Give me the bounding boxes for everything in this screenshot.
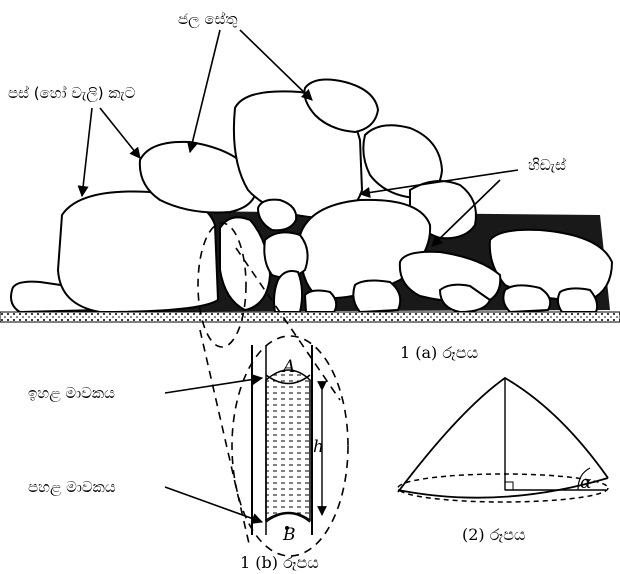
soil-grain [353, 281, 400, 312]
soil-grain [305, 291, 336, 312]
cone-surface [398, 378, 608, 492]
caption-fig-1b: 1 (b) රූපය [240, 553, 319, 572]
soil-grain-arrow [100, 108, 140, 158]
soil-grain [503, 285, 550, 312]
lower-meniscus-arrow [165, 487, 262, 522]
angle-label: α [580, 473, 592, 493]
upper-meniscus-label: ඉහළ මාවකය [28, 384, 115, 402]
ground-strip [0, 312, 620, 322]
soil-grain-arrow [82, 108, 92, 196]
lower-meniscus-label: පහළ මාවකය [28, 478, 116, 496]
soil-figure-1a: ජල සේතු පස් (හෝ වැලි) කැට හිඩැස් 1 (a) ර… [0, 10, 620, 362]
soil-grain [558, 288, 597, 312]
water-bridge-arrow [240, 30, 312, 100]
cone-figure-2: α (2) රූපය [398, 378, 608, 544]
soil-grain [264, 232, 307, 277]
right-angle-mark [505, 482, 513, 490]
point-a-label: A [281, 357, 295, 377]
caption-fig-1a: 1 (a) රූපය [400, 343, 478, 362]
height-label: h [313, 437, 324, 457]
caption-fig-2: (2) රූපය [462, 525, 525, 544]
water-bridge-arrow [190, 30, 220, 152]
pores-label: හිඩැස් [528, 156, 566, 174]
water-column [266, 370, 310, 520]
cone-base-front [398, 478, 608, 498]
water-bridge-label: ජල සේතු [178, 10, 238, 28]
point-b-dot [285, 526, 289, 530]
soil-grain-label: පස් (හෝ වැලි) කැට [8, 84, 136, 102]
